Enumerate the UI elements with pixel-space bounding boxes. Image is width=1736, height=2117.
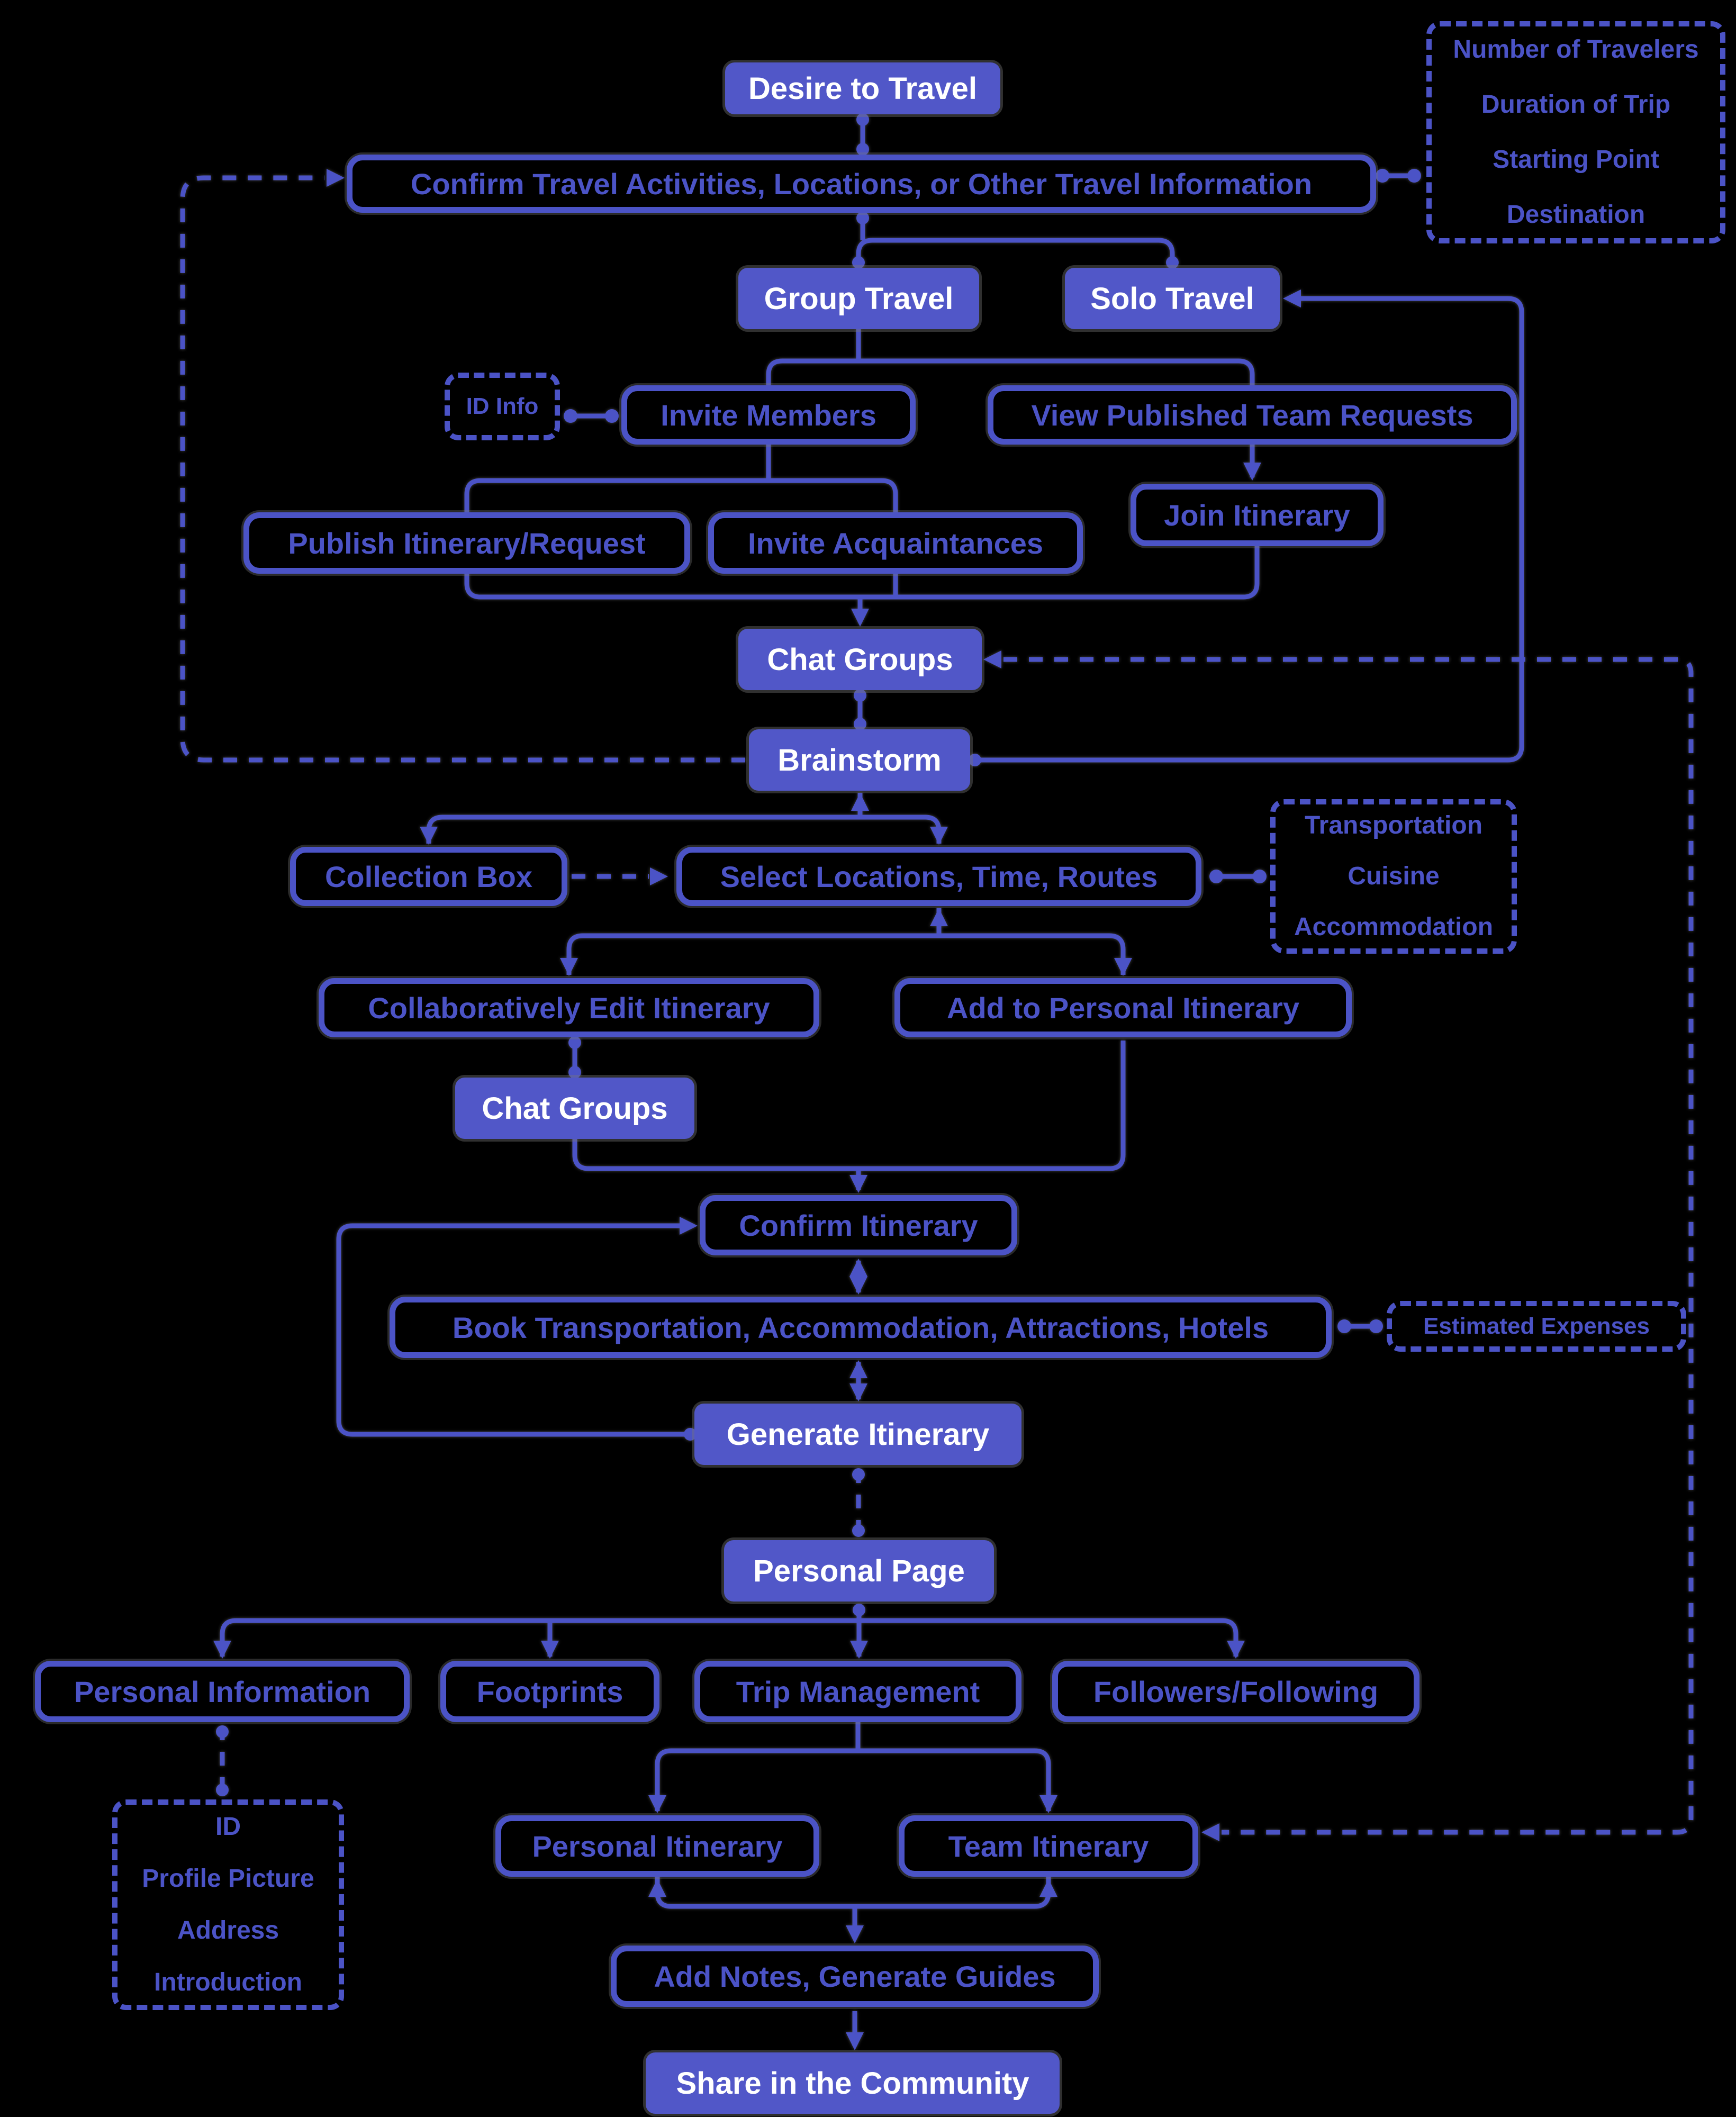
node-label: Team Itinerary bbox=[948, 1829, 1149, 1863]
node-chat-groups-1: Chat Groups bbox=[738, 629, 982, 690]
note-line: ID Info bbox=[466, 393, 539, 419]
note-estimated-expenses: Estimated Expenses bbox=[1387, 1301, 1686, 1352]
node-label: Followers/Following bbox=[1093, 1675, 1379, 1708]
node-generate-itinerary: Generate Itinerary bbox=[694, 1404, 1021, 1465]
node-personal-itinerary: Personal Itinerary bbox=[495, 1815, 819, 1877]
note-line: Duration of Trip bbox=[1481, 91, 1671, 119]
node-confirm-itinerary: Confirm Itinerary bbox=[700, 1195, 1017, 1255]
node-invite-members: Invite Members bbox=[621, 385, 916, 445]
note-line: Profile Picture bbox=[142, 1865, 314, 1893]
note-line: Starting Point bbox=[1493, 146, 1659, 174]
node-book-transportation: Book Transportation, Accommodation, Attr… bbox=[390, 1297, 1332, 1358]
node-label: Book Transportation, Accommodation, Attr… bbox=[452, 1310, 1269, 1344]
note-profile-details: ID Profile Picture Address Introduction bbox=[112, 1799, 344, 2010]
node-label: Trip Management bbox=[736, 1675, 980, 1708]
note-line: Estimated Expenses bbox=[1423, 1313, 1650, 1339]
node-label: Invite Members bbox=[661, 398, 876, 432]
node-brainstorm: Brainstorm bbox=[749, 729, 970, 791]
note-line: Introduction bbox=[154, 1968, 302, 1996]
note-line: ID bbox=[215, 1813, 241, 1841]
node-label: View Published Team Requests bbox=[1031, 398, 1473, 432]
node-label: Personal Itinerary bbox=[532, 1829, 783, 1863]
node-label: Publish Itinerary/Request bbox=[288, 526, 646, 560]
node-join-itinerary: Join Itinerary bbox=[1131, 484, 1384, 546]
node-label: Collaboratively Edit Itinerary bbox=[368, 991, 770, 1025]
node-select-locations-time-routes: Select Locations, Time, Routes bbox=[676, 847, 1201, 906]
note-line: Address bbox=[177, 1916, 279, 1944]
node-label: Select Locations, Time, Routes bbox=[720, 860, 1158, 893]
node-solo-travel: Solo Travel bbox=[1065, 268, 1280, 329]
note-line: Cuisine bbox=[1348, 862, 1440, 890]
node-label: Add Notes, Generate Guides bbox=[654, 1959, 1056, 1993]
note-line: Destination bbox=[1506, 201, 1645, 229]
note-id-info: ID Info bbox=[445, 373, 560, 440]
node-team-itinerary: Team Itinerary bbox=[899, 1815, 1198, 1877]
node-publish-itinerary-request: Publish Itinerary/Request bbox=[243, 512, 690, 574]
node-label: Join Itinerary bbox=[1164, 498, 1350, 532]
node-label: Group Travel bbox=[764, 281, 954, 316]
node-label: Personal Information bbox=[74, 1675, 371, 1708]
node-label: Confirm Travel Activities, Locations, or… bbox=[410, 167, 1313, 201]
node-label: Invite Acquaintances bbox=[747, 526, 1044, 560]
node-label: Desire to Travel bbox=[748, 71, 977, 106]
node-footprints: Footprints bbox=[440, 1661, 659, 1722]
node-confirm-travel-info: Confirm Travel Activities, Locations, or… bbox=[347, 155, 1376, 213]
node-label: Share in the Community bbox=[676, 2066, 1029, 2101]
node-add-to-personal-itinerary: Add to Personal Itinerary bbox=[894, 978, 1352, 1037]
note-line: Accommodation bbox=[1294, 913, 1494, 941]
node-personal-page: Personal Page bbox=[724, 1540, 994, 1602]
node-collection-box: Collection Box bbox=[290, 847, 567, 906]
node-desire-to-travel: Desire to Travel bbox=[725, 62, 1000, 114]
node-share-in-community: Share in the Community bbox=[646, 2052, 1060, 2114]
node-invite-acquaintances: Invite Acquaintances bbox=[708, 512, 1083, 574]
node-label: Collection Box bbox=[324, 860, 533, 893]
node-label: Chat Groups bbox=[767, 642, 953, 677]
node-personal-information: Personal Information bbox=[35, 1661, 410, 1722]
node-view-published-team-requests: View Published Team Requests bbox=[988, 385, 1517, 445]
node-chat-groups-2: Chat Groups bbox=[455, 1078, 694, 1139]
node-group-travel: Group Travel bbox=[738, 268, 979, 329]
node-label: Footprints bbox=[476, 1675, 623, 1708]
node-followers-following: Followers/Following bbox=[1052, 1661, 1419, 1722]
node-label: Brainstorm bbox=[777, 743, 942, 777]
node-label: Add to Personal Itinerary bbox=[947, 991, 1299, 1025]
note-line: Transportation bbox=[1304, 811, 1483, 839]
node-label: Personal Page bbox=[753, 1553, 965, 1588]
note-trip-parameters: Number of Travelers Duration of Trip Sta… bbox=[1426, 21, 1725, 243]
node-label: Chat Groups bbox=[482, 1091, 668, 1126]
note-preferences: Transportation Cuisine Accommodation bbox=[1270, 799, 1517, 954]
node-add-notes-generate-guides: Add Notes, Generate Guides bbox=[611, 1946, 1099, 2007]
node-trip-management: Trip Management bbox=[694, 1661, 1021, 1722]
node-label: Confirm Itinerary bbox=[739, 1208, 978, 1242]
node-collaboratively-edit-itinerary: Collaboratively Edit Itinerary bbox=[319, 978, 819, 1037]
node-label: Solo Travel bbox=[1090, 281, 1254, 316]
node-label: Generate Itinerary bbox=[726, 1417, 990, 1452]
note-line: Number of Travelers bbox=[1453, 35, 1699, 64]
